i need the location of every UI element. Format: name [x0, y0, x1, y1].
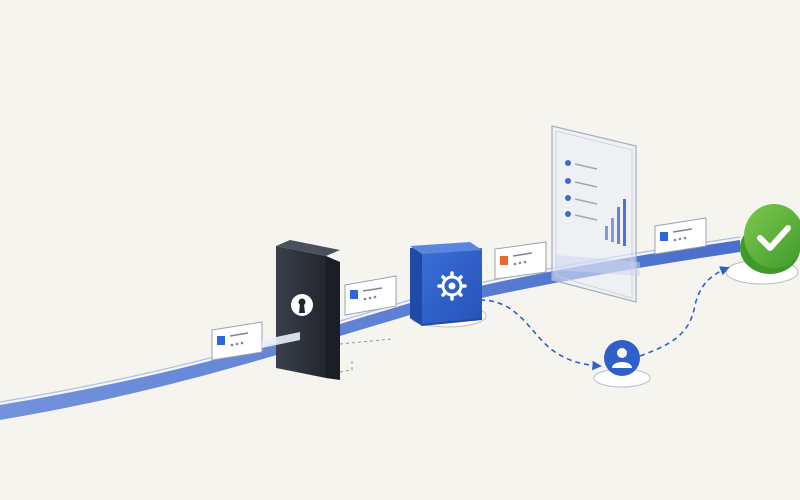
dashboard-panel — [551, 125, 640, 303]
lock-gate — [262, 240, 393, 380]
card-before-check — [654, 217, 707, 255]
card-accent-square — [660, 232, 668, 241]
processor-block — [409, 242, 487, 328]
list-items — [565, 160, 598, 221]
approval-disc — [725, 204, 800, 285]
card-after-processor — [494, 241, 547, 280]
reviewer-disc — [593, 340, 651, 388]
user-icon — [612, 348, 632, 368]
checkmark-icon — [757, 225, 791, 251]
card-accent-square — [500, 256, 508, 265]
card-accent-square — [350, 290, 358, 299]
entry-data-card — [211, 321, 263, 361]
reviewer-to-approval-arrow — [639, 266, 730, 357]
card-accent-square — [217, 336, 225, 345]
processor-to-reviewer-arrow — [479, 299, 602, 371]
card-after-gate — [344, 275, 397, 316]
bar-chart-icon — [605, 199, 626, 246]
keyhole-icon — [291, 294, 313, 316]
gear-icon — [437, 271, 467, 301]
dashed-connections — [479, 266, 730, 371]
